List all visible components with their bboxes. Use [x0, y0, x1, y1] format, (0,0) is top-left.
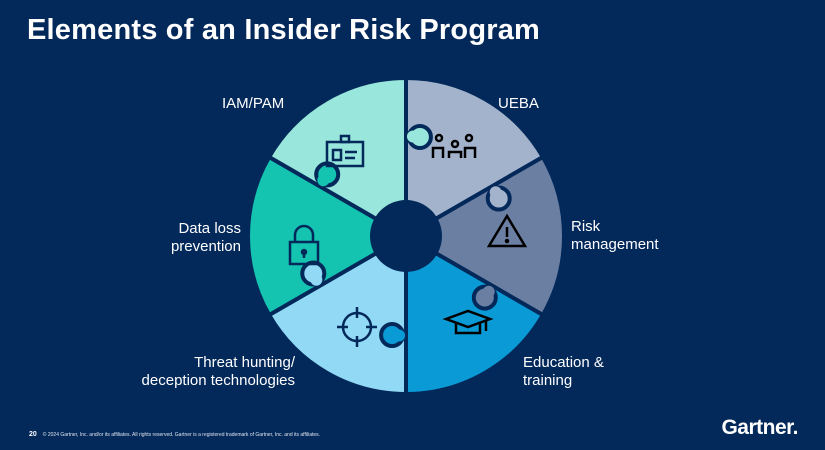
- copyright: © 2024 Gartner, Inc. and/or its affiliat…: [42, 432, 321, 438]
- page-number: 20: [29, 431, 37, 438]
- label-education-training: Education & training: [523, 354, 604, 389]
- label-risk-management: Risk management: [571, 218, 659, 253]
- puzzle-knob-neck: [482, 285, 495, 298]
- puzzle-knob-neck: [489, 186, 502, 199]
- puzzle-knob-neck: [406, 130, 419, 143]
- slide-title: Elements of an Insider Risk Program: [27, 14, 541, 46]
- puzzle-knob-neck: [310, 273, 323, 286]
- segment-1: [402, 154, 566, 318]
- label-iam-pam: IAM/PAM: [222, 95, 285, 112]
- label-threat-hunting: Threat hunting/ deception technologies: [141, 354, 295, 389]
- graduation-cap-icon: [442, 309, 494, 335]
- id-badge-icon: [325, 134, 365, 168]
- segment-4: [246, 154, 410, 318]
- label-ueba: UEBA: [498, 95, 539, 112]
- people-group-icon: [431, 133, 477, 158]
- warning-triangle-icon: [486, 213, 528, 248]
- lock-icon: [288, 224, 320, 266]
- segment-3: [266, 232, 408, 397]
- footer: 20 © 2024 Gartner, Inc. and/or its affili…: [29, 431, 320, 438]
- segment-2: [404, 232, 546, 397]
- puzzle-knob-neck: [393, 329, 406, 342]
- crosshair-icon: [337, 307, 377, 347]
- center-circle: [370, 200, 442, 272]
- segment-5: [266, 75, 408, 240]
- puzzle-knob-neck: [317, 174, 330, 187]
- label-data-loss-prevention: Data loss prevention: [170, 220, 241, 255]
- gartner-logo: Gartner.: [721, 416, 798, 439]
